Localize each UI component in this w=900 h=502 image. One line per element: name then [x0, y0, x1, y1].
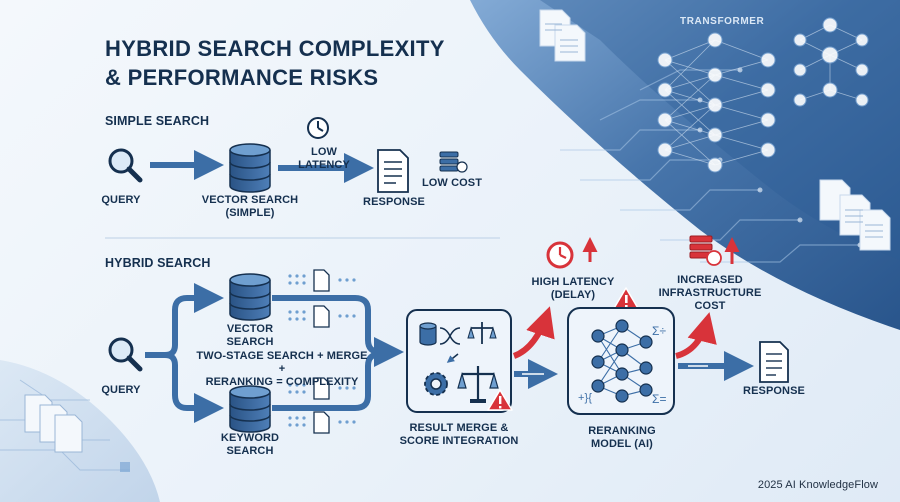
magnifier-icon	[108, 148, 143, 183]
infrastructure-cost-label: INCREASED INFRASTRUCTURE COST	[656, 274, 764, 313]
simple-vector-line2: (SIMPLE)	[225, 207, 275, 219]
merge-line2: SCORE INTEGRATION	[399, 435, 519, 447]
sigma-divide-glyph: Σ÷	[652, 324, 667, 338]
cost-line3: COST	[694, 300, 726, 312]
keyword-line2: SEARCH	[226, 445, 274, 457]
scale-gear-icon	[419, 322, 499, 403]
plus-brace-glyph: +}{	[578, 392, 593, 404]
server-coin-icon	[689, 235, 740, 266]
warning-icon	[612, 287, 640, 311]
neural-network-icon	[591, 319, 653, 403]
title-line-2: & PERFORMANCE RISKS	[105, 65, 379, 90]
cost-rising-arrow	[675, 312, 717, 359]
merge-label: RESULT MERGE & SCORE INTEGRATION	[394, 422, 524, 448]
transformer-label: TRANSFORMER	[680, 16, 765, 27]
database-icon	[229, 385, 271, 433]
simple-vector-line1: VECTOR SEARCH	[201, 194, 299, 206]
data-stream-dots	[288, 274, 356, 427]
complexity-line1: TWO-STAGE SEARCH + MERGE +	[196, 350, 368, 375]
high-latency-line1: HIGH LATENCY	[531, 276, 615, 288]
warning-icon	[487, 389, 513, 411]
server-coin-icon	[439, 151, 468, 173]
simple-response-label: RESPONSE	[363, 196, 425, 208]
title-line-1: HYBRID SEARCH COMPLEXITY	[105, 36, 445, 61]
cost-line1: INCREASED	[677, 274, 743, 286]
low-cost-label: LOW COST	[421, 177, 483, 189]
keyword-line1: KEYWORD	[220, 432, 280, 444]
document-icon	[759, 341, 789, 383]
merge-line1: RESULT MERGE &	[409, 422, 509, 434]
hybrid-response-label: RESPONSE	[743, 385, 805, 397]
latency-rising-arrow	[512, 306, 555, 359]
database-icon	[229, 273, 271, 321]
document-icon	[377, 149, 409, 193]
hybrid-vector-line2: SEARCH	[226, 336, 274, 348]
hybrid-vector-search-label: VECTOR SEARCH	[220, 323, 280, 349]
database-icon	[229, 143, 271, 193]
clock-icon	[546, 237, 598, 269]
clock-icon	[307, 117, 329, 139]
rerank-line1: RERANKING	[588, 425, 656, 437]
complexity-line2: RERANKING = COMPLEXITY	[205, 376, 359, 388]
rerank-line2: MODEL (AI)	[591, 438, 653, 450]
sigma-equals-glyph: Σ=	[652, 392, 667, 406]
hybrid-search-heading: HYBRID SEARCH	[105, 256, 211, 270]
cost-line2: INFRASTRUCTURE	[658, 287, 762, 299]
hybrid-query-label: QUERY	[101, 384, 141, 396]
high-latency-line2: (DELAY)	[550, 289, 596, 301]
simple-query-label: QUERY	[101, 194, 141, 206]
merge-arrows	[272, 295, 404, 411]
low-latency-label: LOW LATENCY	[298, 146, 350, 171]
magnifier-icon	[108, 337, 143, 372]
simple-search-heading: SIMPLE SEARCH	[105, 114, 210, 128]
complexity-label: TWO-STAGE SEARCH + MERGE + RERANKING = C…	[196, 350, 368, 389]
footer-credit: 2025 AI KnowledgeFlow	[757, 479, 878, 491]
high-latency-label: HIGH LATENCY (DELAY)	[530, 276, 616, 302]
document-icon	[313, 269, 330, 434]
rerank-label: RERANKING MODEL (AI)	[574, 425, 670, 451]
simple-vector-search-label: VECTOR SEARCH (SIMPLE)	[200, 194, 300, 220]
keyword-search-label: KEYWORD SEARCH	[215, 432, 285, 458]
page-title: HYBRID SEARCH COMPLEXITY & PERFORMANCE R…	[105, 34, 445, 92]
split-arrows	[145, 283, 224, 423]
hybrid-vector-line1: VECTOR	[226, 323, 274, 335]
